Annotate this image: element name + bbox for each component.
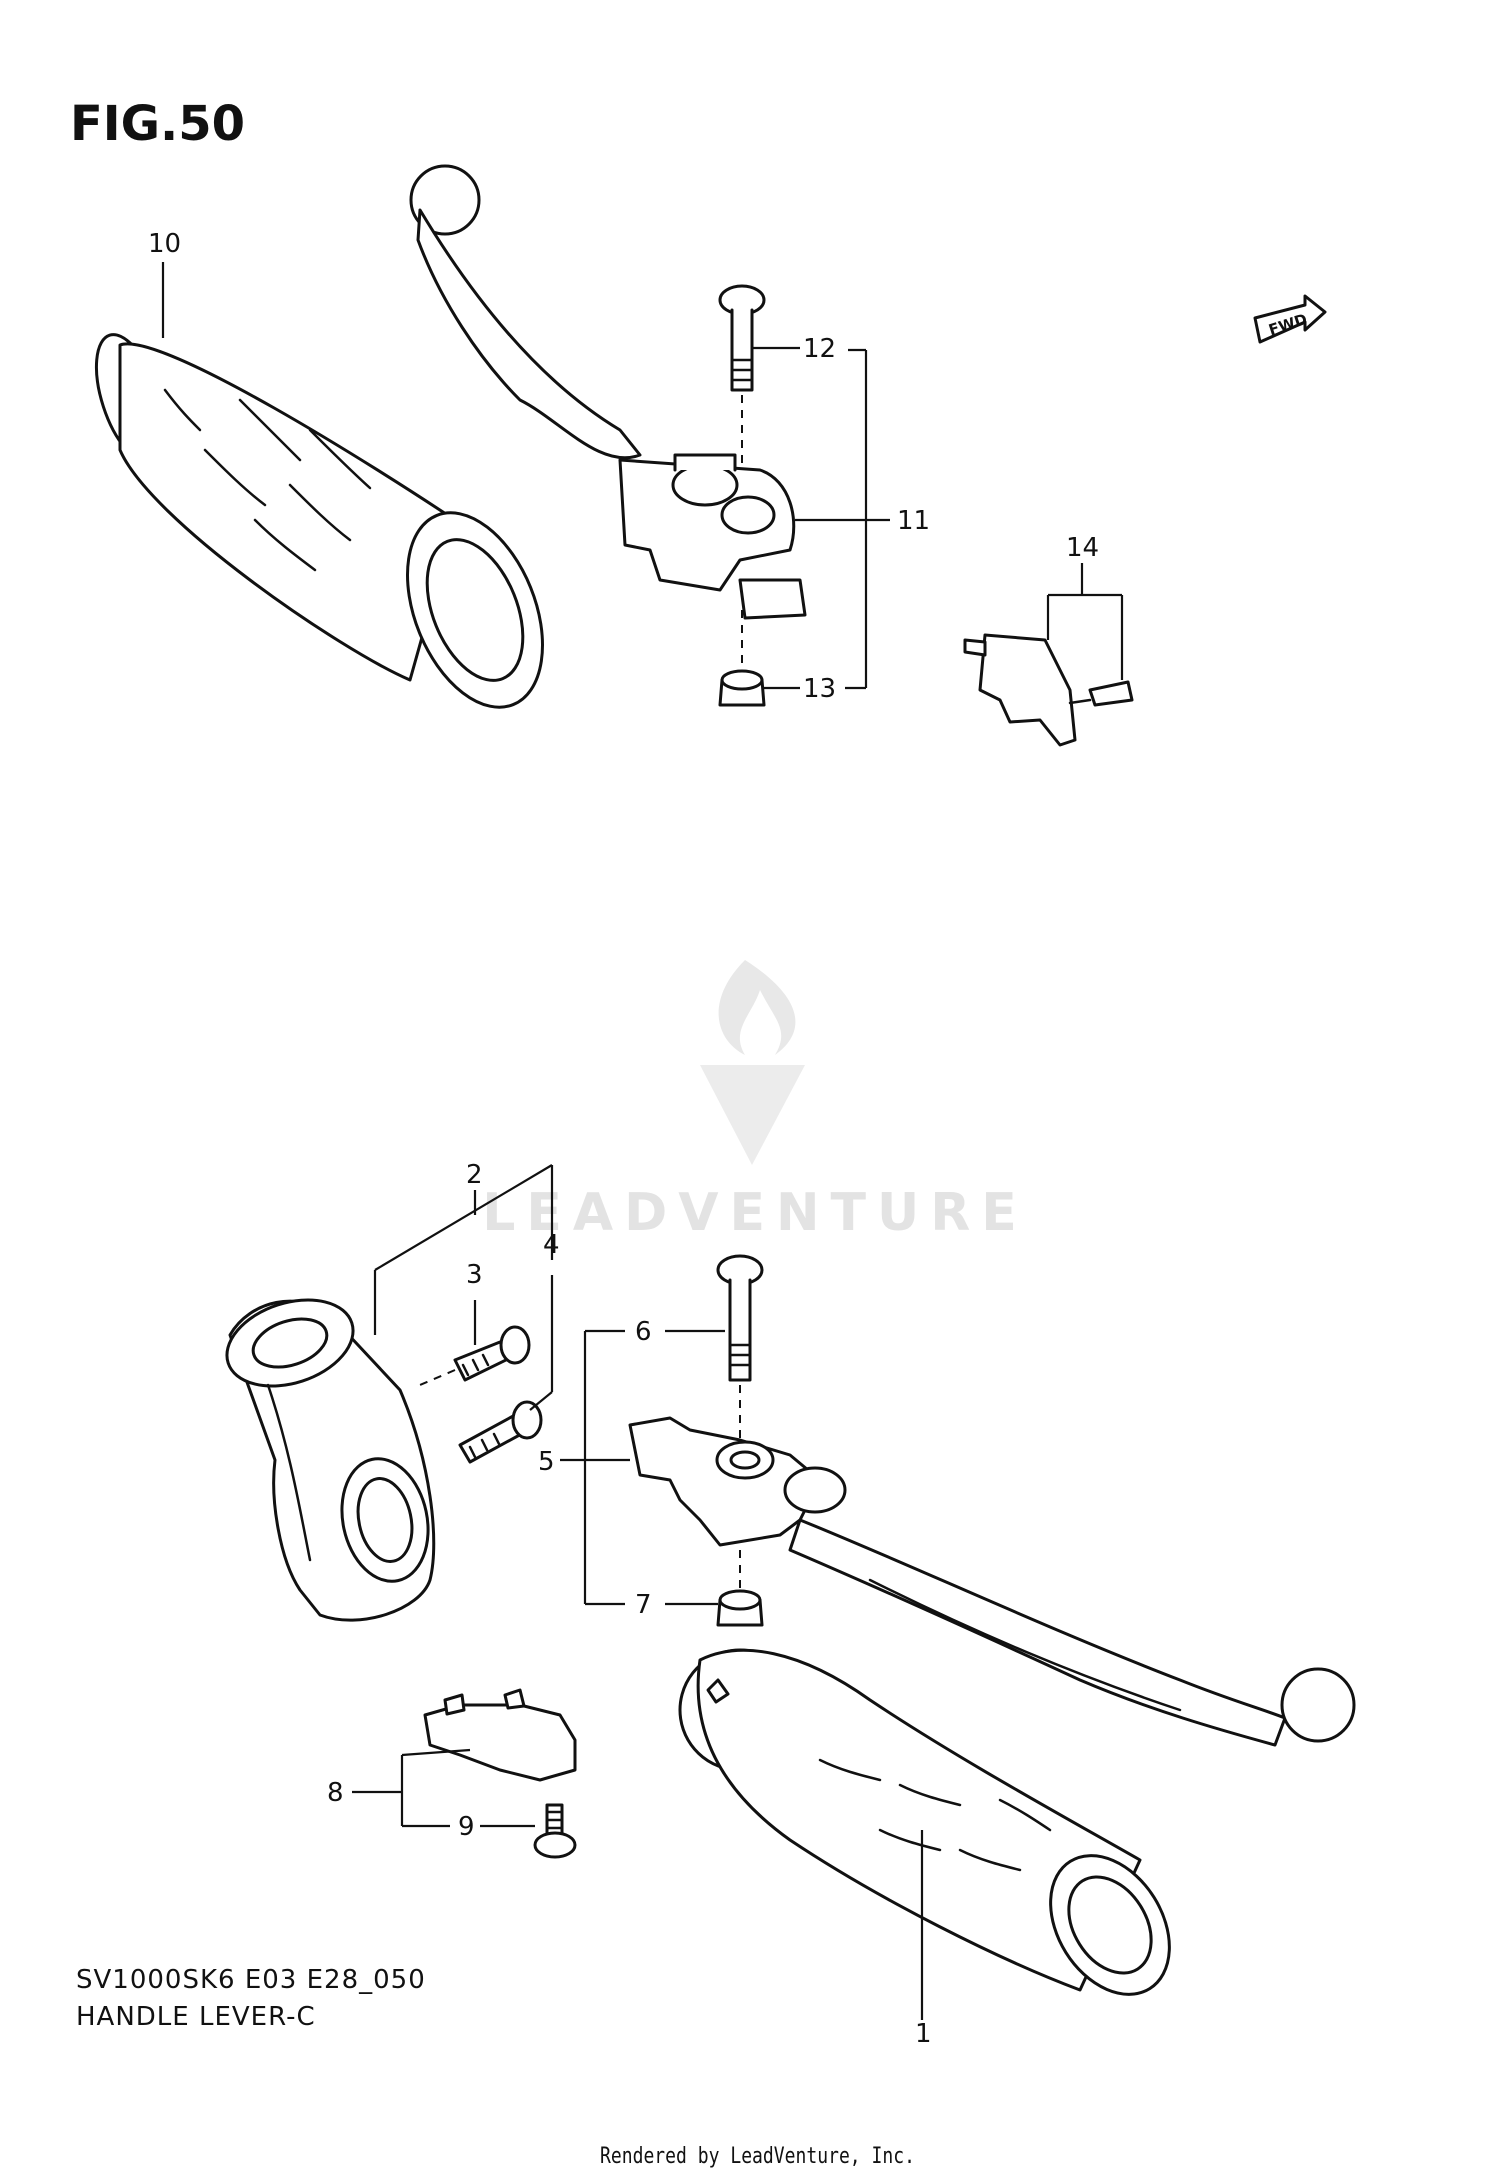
callout-6: 6 (635, 1317, 652, 1347)
lower-leader-lines (352, 1164, 924, 2020)
part-8-brake-switch[interactable] (423, 1688, 577, 1782)
watermark: LEADVENTURE (482, 960, 1028, 1243)
callout-14: 14 (1066, 533, 1099, 563)
part-4-screw[interactable] (458, 1400, 543, 1464)
callout-11: 11 (897, 506, 930, 536)
upper-leader-lines (161, 262, 1124, 690)
part-6-pivot-bolt[interactable] (716, 1254, 764, 1445)
callout-8: 8 (327, 1778, 344, 1808)
callout-4: 4 (543, 1230, 560, 1260)
part-11-clutch-lever[interactable] (409, 164, 807, 620)
figure-title: FIG.50 (70, 96, 246, 152)
callout-13: 13 (803, 674, 836, 704)
render-credit: Rendered by LeadVenture, Inc. (600, 2144, 915, 2169)
callout-2: 2 (466, 1160, 483, 1190)
watermark-text: LEADVENTURE (482, 1183, 1028, 1243)
part-9-screw[interactable] (533, 1803, 577, 1859)
part-14-clutch-switch[interactable] (963, 633, 1134, 747)
callout-7: 7 (635, 1590, 652, 1620)
part-13-nut[interactable] (718, 610, 766, 707)
model-code: SV1000SK6 E03 E28_050 (76, 1965, 426, 1995)
part-1-throttle-grip[interactable] (658, 1628, 1194, 2016)
part-3-screw[interactable] (419, 1325, 531, 1386)
callout-12: 12 (803, 334, 836, 364)
watermark-flame-icon (718, 960, 796, 1055)
callout-9: 9 (458, 1812, 475, 1842)
part-7-nut[interactable] (716, 1550, 764, 1627)
callout-5: 5 (538, 1447, 555, 1477)
part-5-brake-lever[interactable] (628, 1416, 1356, 1747)
callout-10: 10 (148, 229, 181, 259)
fwd-direction-badge: FWD (1253, 294, 1327, 344)
part-10-left-grip[interactable] (83, 327, 569, 727)
part-2-throttle-housing[interactable] (216, 1285, 439, 1622)
watermark-v-icon (700, 1065, 805, 1165)
callout-1: 1 (915, 2019, 932, 2049)
section-name: HANDLE LEVER-C (76, 2002, 316, 2032)
part-12-pivot-bolt[interactable] (718, 284, 766, 470)
callout-3: 3 (466, 1260, 483, 1290)
callout-numbers: 1 2 3 4 5 6 7 8 9 10 11 12 13 14 (148, 229, 1099, 2049)
